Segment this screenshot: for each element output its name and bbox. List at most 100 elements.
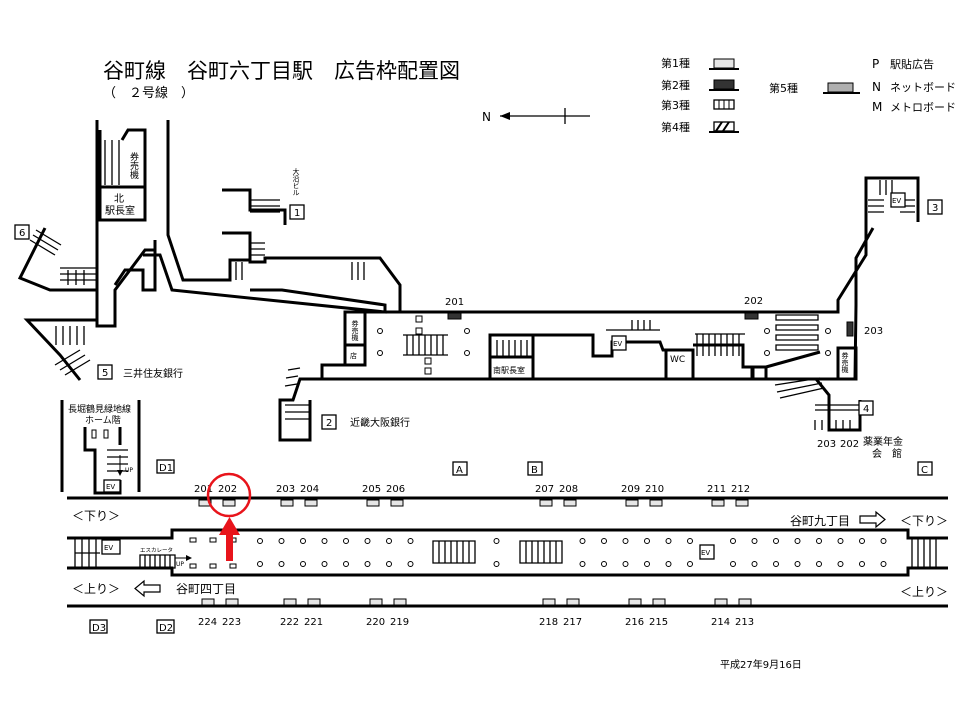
svg-text:3: 3 (932, 203, 938, 214)
page-title: 谷町線 谷町六丁目駅 広告枠配置図 (103, 59, 460, 83)
column (622, 561, 629, 567)
direction-down-left: ＜下り＞ (72, 509, 120, 523)
ad-211-marker[interactable] (711, 499, 725, 507)
exit-1-badge: 1 (289, 204, 305, 220)
direction-up-left: ＜上り＞ (72, 582, 120, 596)
ad-202-marker[interactable] (744, 312, 759, 320)
column (321, 538, 328, 544)
column (321, 561, 328, 567)
column (601, 561, 607, 567)
gate-A: A (452, 461, 468, 476)
ad-218-marker[interactable] (542, 598, 556, 606)
svg-text:UP: UP (125, 467, 133, 474)
ad-221-marker[interactable] (307, 598, 321, 606)
ad-label: 216 (625, 617, 644, 628)
ad-label: 215 (649, 617, 668, 628)
ad-label: 220 (366, 617, 385, 628)
ad-214-marker[interactable] (714, 598, 728, 606)
exit-5-label: 三井住友銀行 (123, 367, 183, 380)
svg-text:第5種: 第5種 (769, 81, 798, 95)
column (644, 561, 650, 567)
ad-222-marker[interactable] (283, 598, 297, 606)
ad-206-marker[interactable] (390, 499, 404, 507)
ad-213-marker[interactable] (738, 598, 752, 606)
marker (229, 563, 237, 569)
ad-224-marker[interactable] (201, 598, 215, 606)
ad-212-marker[interactable] (735, 499, 749, 507)
ad-label: 223 (222, 617, 241, 628)
column (343, 561, 349, 567)
ad-210-marker[interactable] (649, 499, 663, 507)
column (343, 538, 349, 544)
svg-text:EV: EV (104, 544, 113, 552)
ad-201-marker[interactable] (447, 312, 462, 320)
ad-label: 217 (563, 617, 582, 628)
ad-label: 213 (735, 617, 754, 628)
ad-label: 205 (362, 484, 381, 495)
ad-type4-icon (709, 121, 739, 133)
ad-208-marker[interactable] (563, 499, 577, 507)
platform-columns (189, 537, 887, 569)
column (278, 561, 285, 567)
gate-C: C (917, 461, 933, 476)
svg-text:M: M (872, 100, 882, 114)
arrow-right-icon (859, 510, 886, 529)
ad-label: 206 (386, 484, 405, 495)
marker (209, 563, 217, 569)
destination-up: 谷町四丁目 (176, 582, 236, 596)
svg-text:第3種: 第3種 (661, 98, 690, 112)
ev-label: EV (613, 340, 622, 348)
ad-219-marker[interactable] (393, 598, 407, 606)
column (794, 561, 801, 567)
ev-label: EV (892, 197, 901, 205)
exit-5-badge: 5 (97, 364, 113, 380)
ad-label: 208 (559, 484, 578, 495)
column (386, 538, 392, 544)
ad-label: 203 (817, 439, 836, 450)
column (493, 561, 500, 567)
column (644, 538, 650, 544)
ad-201-marker[interactable] (198, 499, 212, 507)
ad-label: 204 (300, 484, 319, 495)
ad-220-marker[interactable] (369, 598, 383, 606)
ad-202-marker[interactable] (222, 499, 236, 507)
ad-label: 201 (445, 297, 464, 308)
ad-215-marker[interactable] (652, 598, 666, 606)
ad-205-marker[interactable] (366, 499, 380, 507)
ad-216-marker[interactable] (628, 598, 642, 606)
column (687, 538, 693, 544)
ad-209-marker[interactable] (625, 499, 639, 507)
nagahori-platform-inset: 長堀鶴見緑地線 ホーム階 EV UP (60, 400, 141, 495)
column (493, 538, 500, 544)
column (773, 561, 779, 567)
ad-217-marker[interactable] (566, 598, 580, 606)
ad-label: 203 (276, 484, 295, 495)
column (622, 538, 629, 544)
column (773, 538, 779, 544)
ad-203-marker[interactable] (846, 321, 854, 337)
column (257, 561, 263, 567)
marker (209, 537, 217, 543)
ad-207-marker[interactable] (539, 499, 553, 507)
ad-204-marker[interactable] (304, 499, 318, 507)
south-office-label: 南駅長室 (493, 365, 525, 375)
svg-text:EV: EV (106, 483, 115, 491)
highlight-ad-202 (206, 472, 252, 561)
svg-text:第2種: 第2種 (661, 78, 690, 92)
ad-223-marker[interactable] (225, 598, 239, 606)
column (257, 538, 263, 544)
ad-label: 201 (194, 484, 213, 495)
ad-203-marker[interactable] (280, 499, 294, 507)
column (364, 538, 371, 544)
svg-text:1: 1 (294, 208, 300, 219)
shop-label: 店 (350, 351, 357, 360)
ad-label: 202 (744, 296, 763, 307)
ad-label: 214 (711, 617, 730, 628)
ad-label: 211 (707, 484, 726, 495)
column (579, 561, 586, 567)
stairs (29, 140, 915, 472)
ad-type3-icon (713, 99, 735, 110)
svg-text:2: 2 (326, 418, 332, 429)
